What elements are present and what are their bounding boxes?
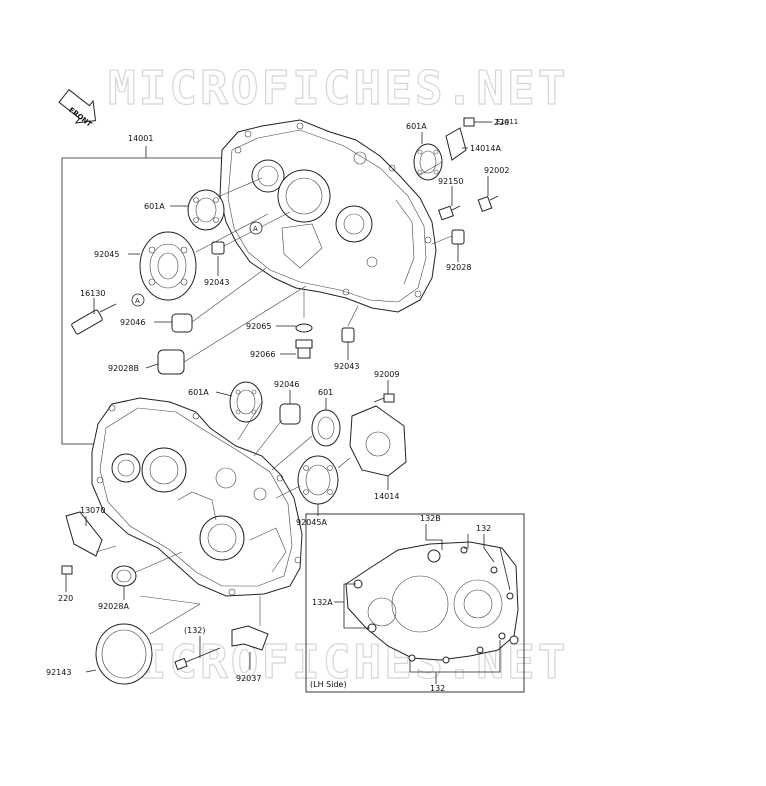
- bolt-92150: [438, 205, 461, 221]
- callout-132A: 132A: [312, 598, 333, 607]
- bearing-601A-left: [187, 189, 225, 231]
- callout-92002: 92002: [484, 166, 509, 175]
- watermark-top: MICROFICHES.NET: [108, 61, 568, 115]
- svg-text:A: A: [253, 225, 258, 233]
- callout-132-paren: (132): [184, 626, 206, 635]
- pin-16130: [71, 303, 117, 335]
- inset-caption: (LH Side): [310, 680, 347, 689]
- svg-text:A: A: [135, 297, 140, 305]
- right-crankcase-half: [219, 119, 437, 313]
- collar-92046-left: [171, 313, 193, 333]
- callout-14001: 14001: [128, 134, 153, 143]
- callout-92045A: 92045A: [296, 518, 327, 527]
- callout-601A-mid: 601A: [188, 388, 209, 397]
- clamp-92037: [231, 625, 269, 651]
- callout-92009: 92009: [374, 370, 399, 379]
- bearing-92045: [139, 231, 197, 301]
- callout-92046-mid: 92046: [274, 380, 299, 389]
- callout-14014A: 14014A: [470, 144, 501, 153]
- dowel-92028: [451, 229, 465, 245]
- bracket-14001: [61, 157, 228, 445]
- bearing-601A-top: [413, 143, 443, 181]
- bolt-92002: [477, 195, 499, 212]
- circle-marker-a-center: A: [249, 221, 263, 235]
- callout-92043-a: 92043: [204, 278, 229, 287]
- screw-220-bottom: [61, 565, 73, 575]
- callout-132-bottom: 132: [430, 684, 445, 693]
- callout-132-top: 132: [476, 524, 491, 533]
- ring-92143: [95, 623, 153, 685]
- lh-side-cover: [345, 541, 519, 664]
- inset-box-lh-side: [305, 513, 525, 693]
- callout-92065: 92065: [246, 322, 271, 331]
- dowel-92043-a: [211, 241, 225, 255]
- callout-92046-left: 92046: [120, 318, 145, 327]
- bearing-92045A: [297, 455, 339, 505]
- plate-14014: [349, 405, 407, 477]
- callout-92028: 92028: [446, 263, 471, 272]
- callout-601: 601: [318, 388, 333, 397]
- seal-92028A: [111, 565, 137, 587]
- callout-92037: 92037: [236, 674, 261, 683]
- bearing-601: [311, 409, 341, 447]
- plate-13070: [65, 511, 103, 557]
- callout-92028A: 92028A: [98, 602, 129, 611]
- callout-92143: 92143: [46, 668, 71, 677]
- bolt-132: [174, 647, 221, 671]
- front-arrow-icon: [58, 88, 97, 124]
- callout-92066: 92066: [250, 350, 275, 359]
- washer-92065: [295, 323, 313, 333]
- drain-plug-92066: [295, 339, 313, 359]
- dowel-92043-b: [341, 327, 355, 343]
- callout-92028B: 92028B: [108, 364, 139, 373]
- callout-16130: 16130: [80, 289, 105, 298]
- seal-92028B: [157, 349, 185, 375]
- callout-601A-left: 601A: [144, 202, 165, 211]
- callout-14014: 14014: [374, 492, 399, 501]
- left-crankcase-half: [91, 397, 303, 597]
- callout-601A-top: 601A: [406, 122, 427, 131]
- callout-92043-b: 92043: [334, 362, 359, 371]
- collar-92046-mid: [279, 403, 301, 425]
- callout-92045: 92045: [94, 250, 119, 259]
- screw-92009: [373, 393, 395, 403]
- callout-220-top: 220: [494, 118, 509, 127]
- screw-220-top: [463, 117, 484, 127]
- plate-14014A: [445, 127, 467, 161]
- callout-220-bottom: 220: [58, 594, 73, 603]
- callout-92150: 92150: [438, 177, 463, 186]
- reference-code: E1411: [496, 118, 518, 126]
- circle-marker-a-left: A: [131, 293, 145, 307]
- callout-13070: 13070: [80, 506, 105, 515]
- bearing-601A-mid: [229, 381, 263, 423]
- callout-132B: 132B: [420, 514, 441, 523]
